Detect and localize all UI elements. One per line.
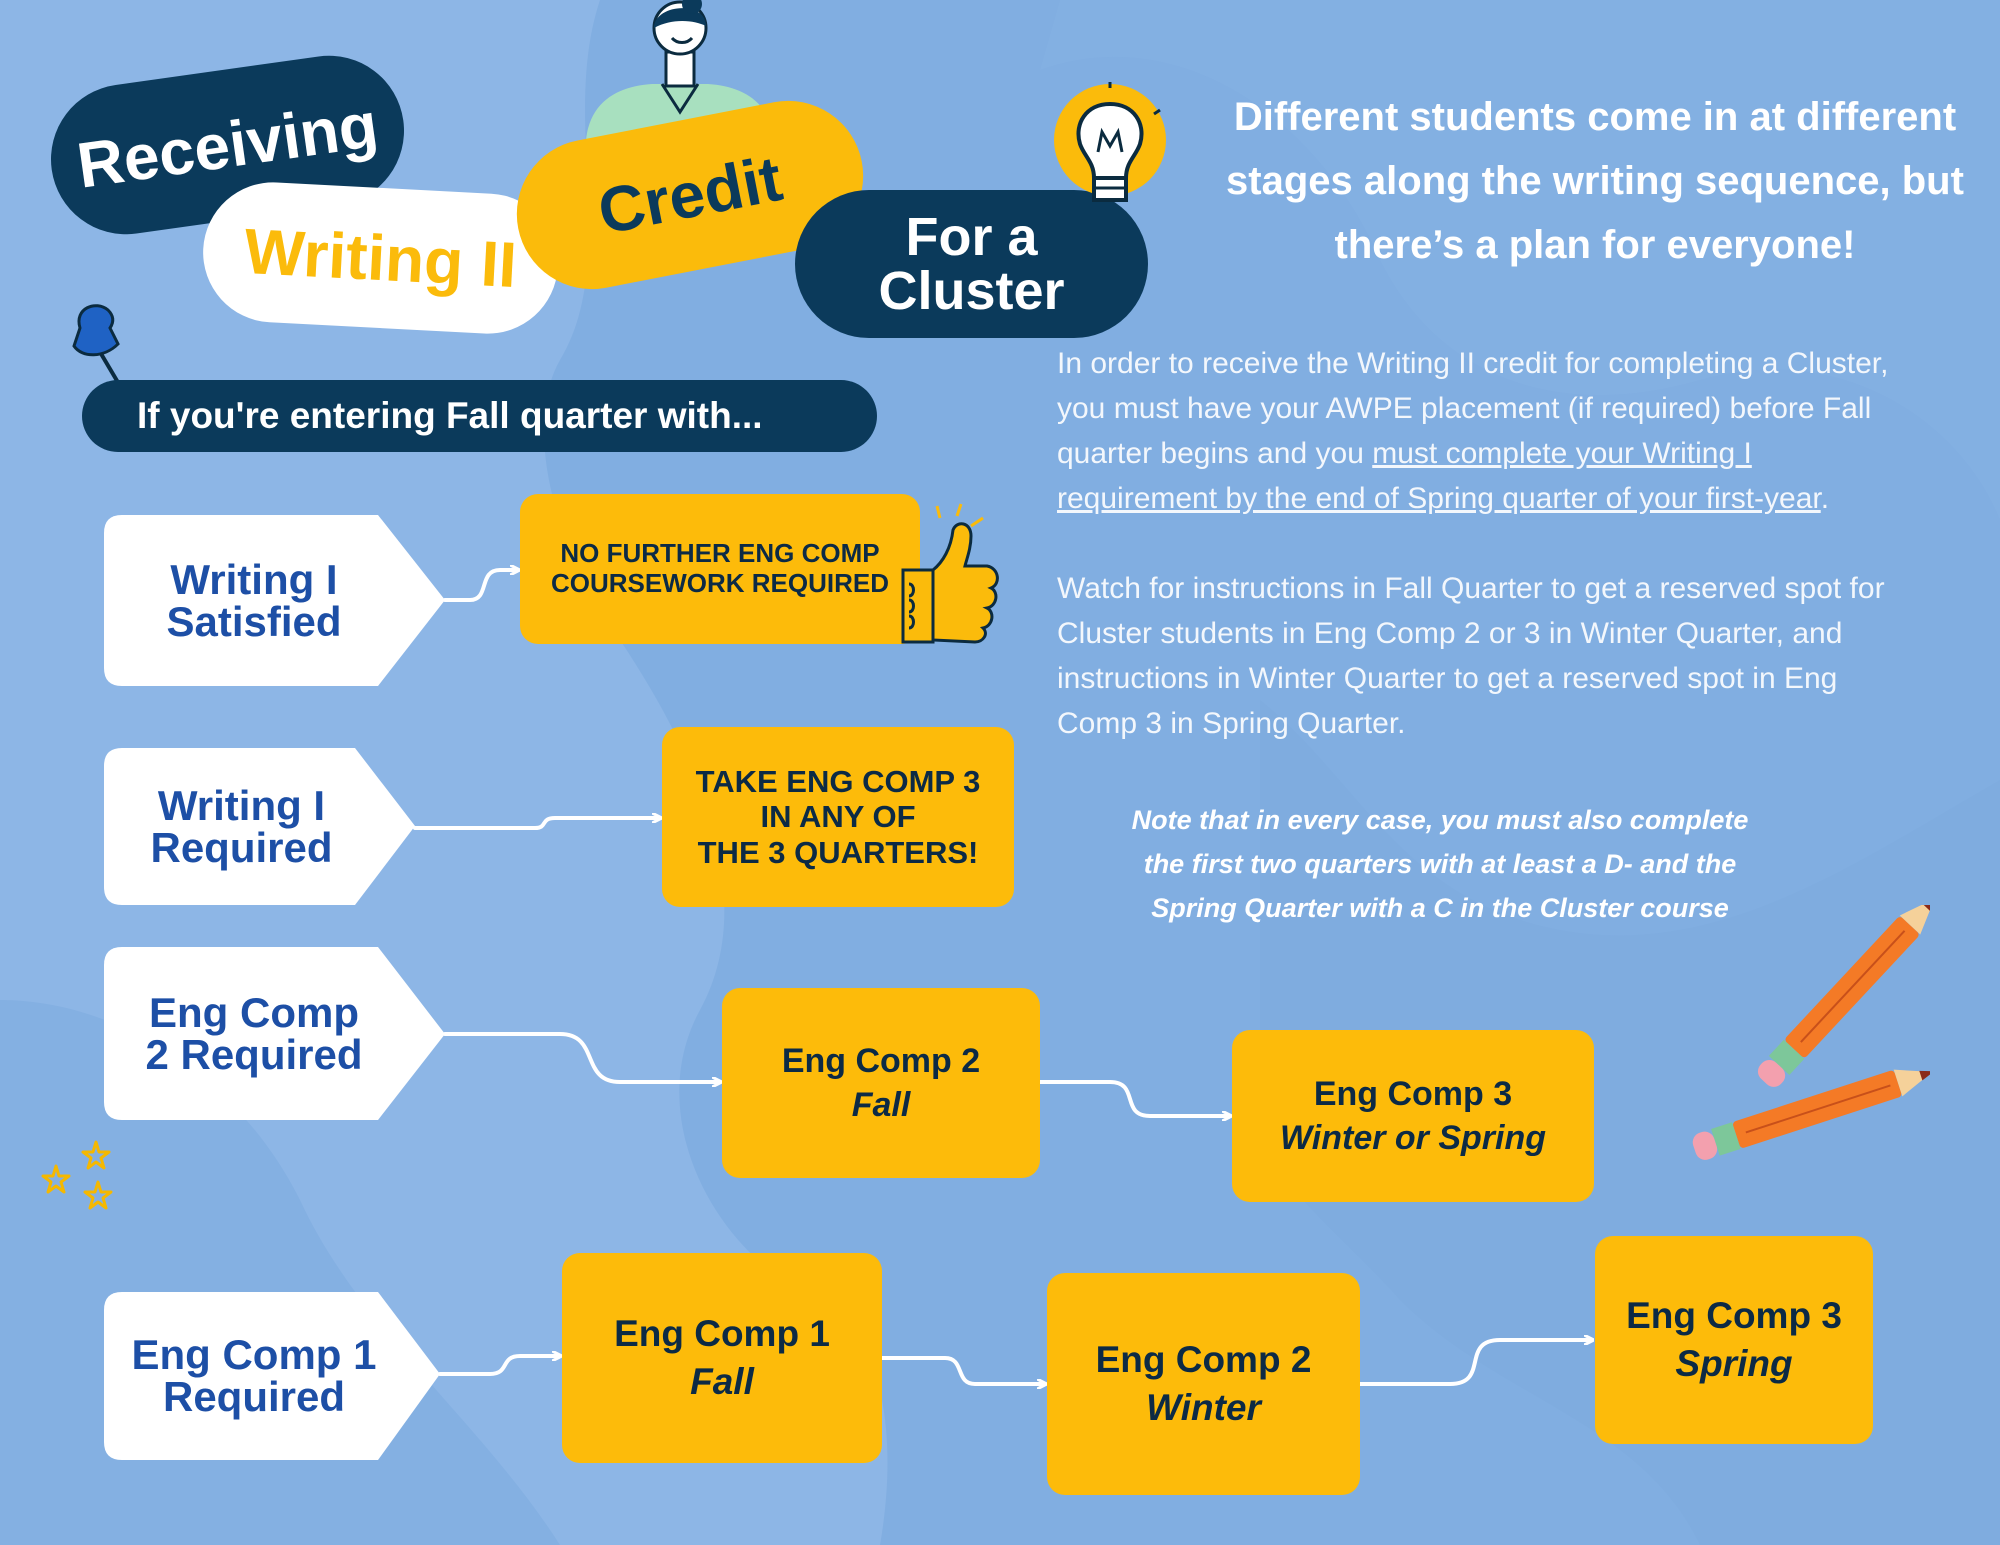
row-2-box-line-1: TAKE ENG COMP 3 [695, 763, 981, 799]
row-3-box-2-course: Eng Comp 3 [1313, 1074, 1513, 1113]
row-4-connector-b [880, 1356, 1047, 1384]
row-4-label-line-1: Eng Comp 1 [131, 1331, 377, 1378]
row-3-label: Eng Comp 2 Required [104, 947, 404, 1120]
intro-line-3-underlined: must complete your Writing I [1372, 437, 1752, 470]
row-2-box: TAKE ENG COMP 3 IN ANY OF THE 3 QUARTERS… [662, 727, 1014, 907]
intro-line-7: instructions in Winter Quarter to get a … [1057, 662, 1838, 695]
row-1-label-line-1: Writing I [170, 555, 338, 603]
title-for-a: For a [905, 207, 1038, 267]
row-1-box: NO FURTHER ENG COMP COURSEWORK REQUIRED [520, 494, 920, 644]
note-line-2: the first two quarters with at least a D… [1143, 849, 1737, 879]
headline: Different students come in at different … [1190, 85, 2000, 277]
row-4-label-line-2: Required [162, 1373, 346, 1420]
row-2-box-line-2: IN ANY OF [760, 799, 916, 835]
headline-line-2: stages along the writing sequence, but [1226, 159, 1964, 203]
row-3-box-1: Eng Comp 2 Fall [722, 988, 1040, 1178]
row-4-connector-a [438, 1356, 562, 1376]
row-4-box-2-term: Winter [1146, 1387, 1261, 1428]
row-4-label: Eng Comp 1 Required [104, 1292, 404, 1460]
row-3-label-line-2: 2 Required [145, 1030, 363, 1078]
row-1-connector [443, 570, 520, 602]
row-3-box-1-course: Eng Comp 2 [781, 1041, 981, 1080]
row-3-box-1-term: Fall [851, 1086, 911, 1124]
row-4-connector-c [1358, 1340, 1594, 1386]
intro-line-2: you must have your AWPE placement (if re… [1057, 392, 1872, 425]
row-3-connector-a [443, 1032, 722, 1082]
intro-line-4: requirement by the end of Spring quarter… [1057, 476, 1997, 521]
intro-line-8: Comp 3 in Spring Quarter. [1057, 707, 1406, 740]
pencil-icon [1640, 897, 1936, 1185]
row-4-box-2: Eng Comp 2 Winter [1047, 1273, 1360, 1495]
intro-line-4-underlined: requirement by the end of Spring quarter… [1057, 482, 1821, 515]
row-4-box-3-term: Spring [1675, 1343, 1793, 1384]
lightbulb-icon [1050, 82, 1170, 212]
thumbs-up-icon [895, 500, 1005, 645]
row-2-label-tag [104, 748, 415, 905]
row-3-box-2-term: Winter or Spring [1279, 1119, 1547, 1157]
row-2-label: Writing I Required [104, 748, 379, 905]
row-4-box-3-course: Eng Comp 3 [1626, 1294, 1842, 1336]
row-1-label-tag [104, 515, 445, 686]
row-2-box-line-3: THE 3 QUARTERS! [697, 834, 979, 870]
intro-line-1: In order to receive the Writing II credi… [1057, 347, 1889, 380]
row-1-label-line-2: Satisfied [166, 597, 342, 645]
row-3-label-tag [104, 947, 445, 1120]
row-4-box-3: Eng Comp 3 Spring [1595, 1236, 1873, 1444]
note-line-3: Spring Quarter with a C in the Cluster c… [1151, 893, 1729, 923]
entry-banner: If you're entering Fall quarter with... [82, 380, 877, 452]
note: Note that in every case, you must also c… [1080, 798, 1800, 930]
intro-line-3: quarter begins and you must complete you… [1057, 431, 1997, 476]
intro-line-4b: . [1820, 482, 1830, 515]
row-4-box-1: Eng Comp 1 Fall [562, 1253, 882, 1463]
row-3-connector-b [1038, 1080, 1232, 1116]
intro-line-5: Watch for instructions in Fall Quarter t… [1057, 572, 1885, 605]
row-4-box-1-course: Eng Comp 1 [614, 1312, 830, 1354]
row-2-label-line-1: Writing I [157, 781, 326, 829]
row-4-box-1-term: Fall [690, 1361, 754, 1402]
row-4-box-2-course: Eng Comp 2 [1095, 1338, 1312, 1380]
row-2-connector [413, 818, 662, 830]
row-4-label-tag [104, 1292, 440, 1460]
entry-banner-text: If you're entering Fall quarter with... [137, 395, 763, 436]
intro-line-6: Cluster students in Eng Comp 2 or 3 in W… [1057, 617, 1843, 650]
intro-line-3a: quarter begins and you [1057, 437, 1373, 470]
row-1-box-line-1: NO FURTHER ENG COMP [560, 538, 880, 569]
note-line-1: Note that in every case, you must also c… [1131, 805, 1749, 835]
title-cluster: Cluster [878, 261, 1065, 321]
headline-line-1: Different students come in at different [1233, 95, 1957, 139]
row-2-label-line-2: Required [150, 823, 333, 871]
row-1-box-line-2: COURSEWORK REQUIRED [550, 568, 889, 598]
headline-line-3: there’s a plan for everyone! [1334, 223, 1856, 267]
intro-paragraph: In order to receive the Writing II credi… [1057, 341, 1997, 746]
row-3-label-line-1: Eng Comp [149, 988, 359, 1036]
title-cluster-pill: For a Cluster [795, 190, 1148, 338]
row-1-label: Writing I Satisfied [104, 515, 404, 686]
row-3-box-2: Eng Comp 3 Winter or Spring [1232, 1030, 1594, 1202]
stars-doodle-icon [36, 1138, 126, 1218]
